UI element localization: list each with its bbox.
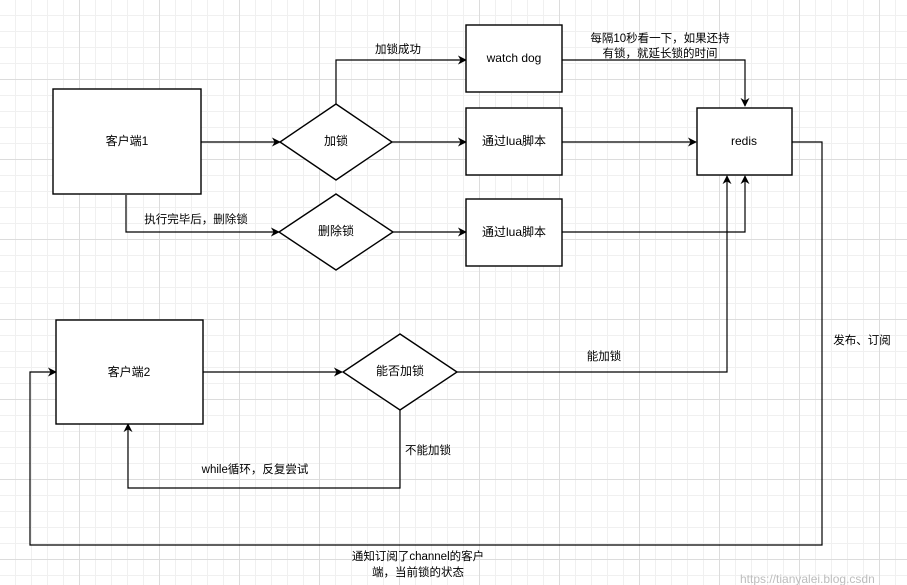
node-can-lock[interactable] (341, 333, 459, 411)
label-can-lock-no: 不能加锁 (405, 443, 451, 457)
edge-canlock-to-redis (457, 175, 732, 373)
label-notify-line1: 通知订阅了channel的客户 (352, 549, 484, 563)
label-after-execute-delete: 执行完毕后，删除锁 (144, 212, 248, 226)
label-while-retry: while循环，反复尝试 (201, 462, 309, 476)
node-lua-script-2[interactable] (465, 198, 563, 267)
node-delete-lock-label: 删除锁 (318, 223, 354, 238)
node-redis-label: redis (731, 134, 757, 148)
node-can-lock-label: 能否加锁 (376, 363, 424, 378)
edge-client1-to-delete-lock (125, 195, 280, 237)
node-delete-lock[interactable] (277, 193, 395, 271)
label-watchdog-note-line2: 有锁，就延长锁的时间 (603, 46, 718, 60)
node-client1-label: 客户端1 (106, 133, 149, 148)
watermark-text: https://tianyalei.blog.csdn (740, 572, 875, 585)
edge-lock-to-watchdog (335, 55, 467, 105)
node-client2[interactable] (55, 319, 204, 425)
node-lua-script-2-label: 通过lua脚本 (482, 224, 546, 239)
node-client2-label: 客户端2 (108, 364, 151, 379)
node-lock-label: 加锁 (324, 133, 348, 148)
node-redis[interactable] (696, 107, 793, 176)
edge-watchdog-to-redis (562, 59, 750, 107)
node-watch-dog-label: watch dog (486, 51, 542, 65)
node-lock[interactable] (278, 103, 394, 181)
label-watchdog-note-line1: 每隔10秒看一下，如果还持 (590, 31, 730, 45)
node-lua-script-1-label: 通过lua脚本 (482, 133, 546, 148)
label-notify-line2: 端，当前锁的状态 (372, 565, 464, 579)
label-publish-subscribe: 发布、订阅 (833, 333, 891, 347)
node-watch-dog[interactable] (465, 24, 563, 93)
label-lock-success: 加锁成功 (375, 42, 421, 56)
node-client1[interactable] (52, 88, 202, 195)
node-lua-script-1[interactable] (465, 107, 563, 176)
edge-canlock-to-client2-retry (123, 410, 401, 489)
edge-lua2-to-redis (562, 175, 750, 233)
edge-redis-to-client2-notify (29, 141, 823, 546)
label-can-lock-yes: 能加锁 (587, 349, 622, 363)
